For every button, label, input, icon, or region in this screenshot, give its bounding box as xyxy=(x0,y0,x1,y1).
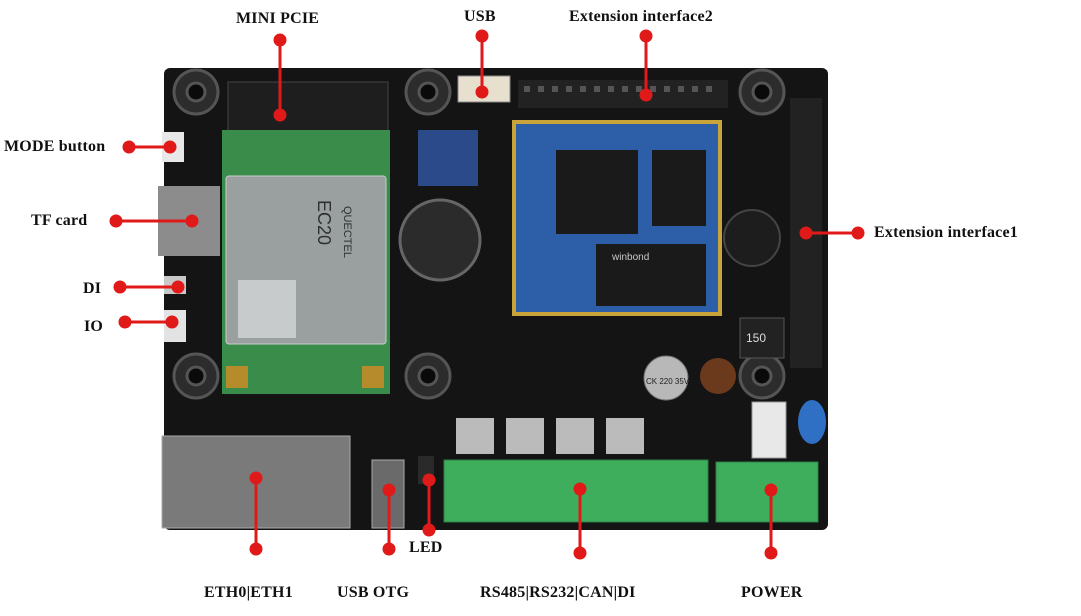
gold-pad-right xyxy=(362,366,384,388)
label-mode-button: MODE button xyxy=(4,138,106,155)
label-tf-card: TF card xyxy=(31,212,88,229)
label-eth: ETH0|ETH1 xyxy=(204,584,293,601)
core-cpu xyxy=(556,150,638,234)
varistor xyxy=(798,400,826,444)
power-fuse xyxy=(751,401,787,459)
label-di: DI xyxy=(83,280,102,297)
label-extension-interface-2: Extension interface2 xyxy=(569,8,713,25)
label-mini-pcie: MINI PCIE xyxy=(236,10,320,27)
label-usb-otg: USB OTG xyxy=(337,584,410,601)
module-brand-marking: QUECTEL xyxy=(341,206,353,258)
capacitor-marking: CK 220 35V xyxy=(646,377,690,386)
extension-header-2 xyxy=(518,80,728,108)
mini-pcie-slot xyxy=(227,81,389,133)
inductor xyxy=(700,358,736,394)
buzzer xyxy=(723,209,781,267)
label-serial: RS485|RS232|CAN|DI xyxy=(480,584,636,601)
capacitor xyxy=(643,355,689,401)
gold-pad-left xyxy=(226,366,248,388)
winbond-chip xyxy=(596,244,706,306)
protection-chips xyxy=(456,418,644,454)
qr-code xyxy=(238,280,296,338)
label-usb: USB xyxy=(464,8,496,25)
coin-battery xyxy=(398,198,482,282)
inductor-block xyxy=(739,317,785,359)
label-power: POWER xyxy=(741,584,803,601)
label-extension-interface-1: Extension interface1 xyxy=(874,224,1018,241)
chip-marking: winbond xyxy=(611,252,649,263)
module-marking: EC20 xyxy=(314,200,334,245)
small-module xyxy=(418,130,478,186)
mounting-holes xyxy=(172,68,786,400)
label-io: IO xyxy=(84,318,104,335)
label-led: LED xyxy=(409,539,443,556)
inductor-marking: 150 xyxy=(746,331,766,345)
core-chip-right xyxy=(652,150,706,226)
callout-markers xyxy=(109,29,865,560)
